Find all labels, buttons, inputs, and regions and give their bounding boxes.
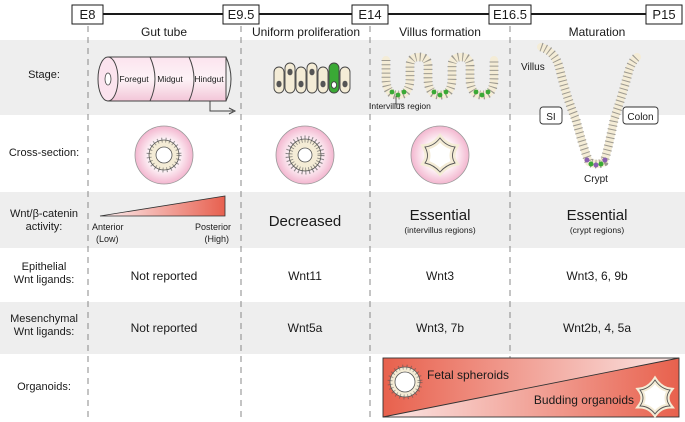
- cross-section-uniform-proliferation: [275, 125, 335, 185]
- row-label-cross-section: Cross-section:: [9, 147, 79, 159]
- fetal-spheroids-label: Fetal spheroids: [427, 368, 509, 382]
- mesenchymal-ligands-maturation: Wnt2b, 4, 5a: [563, 321, 631, 335]
- epithelial-ligands-maturation: Wnt3, 6, 9b: [566, 269, 628, 283]
- crypt-villus-illustration: Villus SI Colon Crypt: [521, 42, 659, 185]
- cross-section-gut-tube: [134, 125, 194, 185]
- wnt-activity-crypt-note: (crypt regions): [570, 225, 624, 235]
- row-label-mesenchymal-line2: Wnt ligands:: [14, 326, 75, 338]
- row-label-epithelial-line2: Wnt ligands:: [14, 274, 75, 286]
- villus-formation-illustration: Intervillus region: [369, 52, 499, 111]
- row-band-wnt-activity: [0, 192, 685, 248]
- proliferating-epithelium-illustration: [273, 62, 351, 94]
- row-label-epithelial-line1: Epithelial: [22, 261, 67, 273]
- wnt-activity-essential-villus: Essential: [410, 207, 471, 224]
- fetal-spheroid-icon: [387, 364, 423, 400]
- timeline-label-e8: E8: [80, 7, 96, 22]
- wnt-gradient-wedge: Anterior (Low) Posterior (High): [92, 195, 231, 244]
- column-header-gut-tube: Gut tube: [141, 25, 187, 39]
- mesenchymal-ligands-uniform-proliferation: Wnt5a: [288, 321, 323, 335]
- timeline-marker-e14: E14: [351, 4, 389, 25]
- timeline-label-e14: E14: [358, 7, 381, 22]
- row-label-organoids: Organoids:: [17, 381, 71, 393]
- timeline-marker-e9-5: E9.5: [222, 4, 260, 25]
- budding-organoid-icon: [635, 375, 675, 419]
- mesenchymal-ligands-gut-tube: Not reported: [131, 321, 198, 335]
- mesenchymal-ligands-villus-formation: Wnt3, 7b: [416, 321, 464, 335]
- column-header-uniform-proliferation: Uniform proliferation: [252, 25, 360, 39]
- organoid-transition-box: Fetal spheroids Budding organoids: [382, 357, 680, 419]
- wnt-activity-intervillus-note: (intervillus regions): [404, 225, 475, 235]
- epithelial-ligands-villus-formation: Wnt3: [426, 269, 454, 283]
- colon-label: Colon: [627, 112, 653, 123]
- foregut-label: Foregut: [119, 74, 149, 84]
- timeline-marker-p15: P15: [645, 4, 683, 25]
- timeline-marker-e8: E8: [71, 4, 104, 25]
- row-label-mesenchymal-line1: Mesenchymal: [10, 313, 78, 325]
- timeline-label-p15: P15: [652, 7, 675, 22]
- column-separators: [87, 26, 511, 422]
- crypt-label: Crypt: [584, 174, 608, 185]
- timeline-label-e16-5: E16.5: [493, 7, 527, 22]
- row-band-mesenchymal: [0, 302, 685, 354]
- gut-tube-illustration: Foregut Midgut Hindgut: [97, 56, 237, 115]
- epithelial-ligands-uniform-proliferation: Wnt11: [288, 269, 322, 283]
- column-header-maturation: Maturation: [569, 25, 626, 39]
- posterior-label: Posterior: [195, 222, 231, 232]
- wnt-activity-decreased: Decreased: [269, 213, 342, 230]
- midgut-label: Midgut: [157, 74, 183, 84]
- budding-organoids-label: Budding organoids: [534, 393, 634, 407]
- wnt-activity-essential-maturation: Essential: [567, 207, 628, 224]
- row-label-wnt-activity-line1: Wnt/β-catenin: [10, 208, 78, 220]
- si-label: SI: [546, 112, 555, 123]
- epithelial-ligands-gut-tube: Not reported: [131, 269, 198, 283]
- anterior-label: Anterior: [92, 222, 124, 232]
- cross-section-villus-formation: [410, 125, 470, 185]
- villus-label: Villus: [521, 62, 545, 73]
- intervillus-region-label: Intervillus region: [369, 101, 431, 111]
- anterior-low-label: (Low): [96, 234, 119, 244]
- hindgut-label: Hindgut: [194, 74, 224, 84]
- row-label-stage: Stage:: [28, 69, 60, 81]
- timeline-marker-e16-5: E16.5: [488, 4, 532, 25]
- posterior-high-label: (High): [204, 234, 229, 244]
- timeline-label-e9-5: E9.5: [228, 7, 255, 22]
- row-label-wnt-activity-line2: activity:: [26, 221, 63, 233]
- column-header-villus-formation: Villus formation: [399, 25, 481, 39]
